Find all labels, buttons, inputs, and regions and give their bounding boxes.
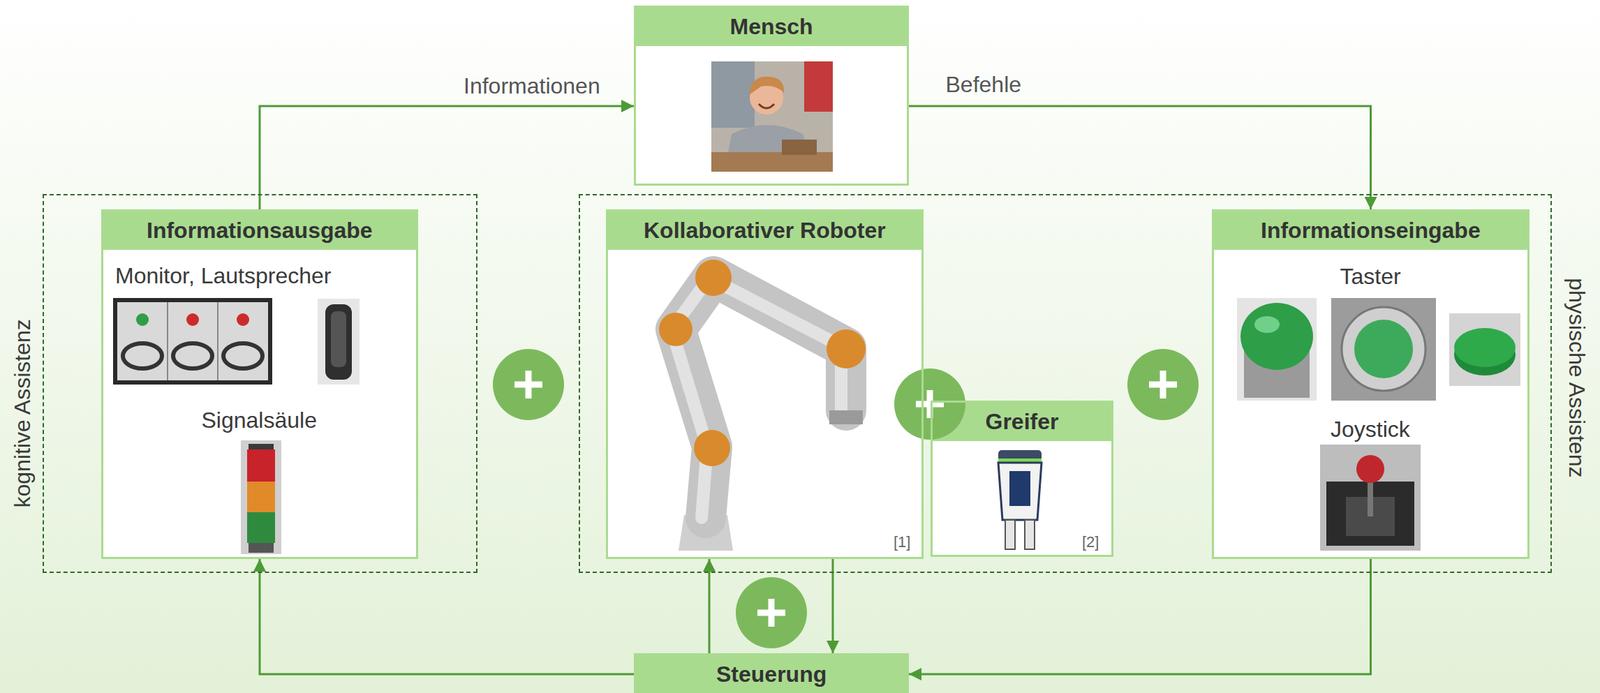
callout-number: [1] <box>893 533 911 551</box>
component-box: Kollaborativer Roboter [1] <box>605 209 924 560</box>
box-heading: Steuerung <box>716 661 827 688</box>
header-band <box>633 653 909 693</box>
box-heading: Mensch <box>730 13 814 40</box>
joystick-image <box>1320 444 1421 551</box>
gripper-image <box>998 450 1042 550</box>
component-box: InformationseingabeTasterJoystick <box>1211 209 1530 560</box>
component-box: Greifer [2] <box>930 400 1114 558</box>
item-label: Monitor, Lautsprecher <box>115 263 332 290</box>
item-label: Signalsäule <box>201 407 317 434</box>
connector-arrow <box>908 559 1372 675</box>
text-slot: Kollaborativer Roboter <box>643 217 886 244</box>
box-fill <box>101 209 419 560</box>
robot-arm-image <box>658 259 866 551</box>
text-slot: Befehle <box>945 71 1022 98</box>
connector-label: Befehle <box>945 71 1022 98</box>
speaker-image <box>317 298 360 385</box>
assistance-group: kognitive AssistenzInformationsausgabeMo… <box>42 194 478 574</box>
text-slot: [2] <box>1082 533 1099 551</box>
text-slot: physische Assistenz <box>1563 277 1590 478</box>
text-slot: Greifer <box>985 409 1059 435</box>
box-fill <box>605 209 924 560</box>
header-band <box>101 209 419 250</box>
signal-tower-image <box>240 440 282 555</box>
component-box: InformationsausgabeMonitor, Lautsprecher… <box>101 209 419 560</box>
box-heading: Informationsausgabe <box>146 217 373 244</box>
box-fill <box>633 653 909 693</box>
box-fill <box>633 5 909 186</box>
plus-symbols <box>492 349 1199 649</box>
item-label: Taster <box>1340 263 1402 290</box>
text-slot: Steuerung <box>716 661 827 688</box>
connector-arrow <box>259 559 634 675</box>
monitor-image <box>113 298 273 385</box>
text-slot: Taster <box>1340 263 1402 290</box>
group-label: kognitive Assistenz <box>9 319 36 508</box>
box-heading: Greifer <box>985 409 1059 435</box>
group-label: physische Assistenz <box>1563 277 1590 478</box>
text-slot: Informationen <box>463 73 601 100</box>
header-band <box>1211 209 1530 250</box>
connector-arrow <box>832 559 835 654</box>
assistance-group: physische AssistenzKollaborativer Robote… <box>578 194 1552 574</box>
button-images <box>1236 298 1521 401</box>
box-heading: Kollaborativer Roboter <box>643 217 886 244</box>
connector-arrow <box>708 559 711 654</box>
item-label: Joystick <box>1330 416 1411 443</box>
component-box: Steuerung <box>633 653 909 693</box>
box-heading: Informationseingabe <box>1260 217 1481 244</box>
person-photo <box>711 61 833 172</box>
text-slot: Monitor, Lautsprecher <box>115 263 332 290</box>
header-band <box>633 5 909 47</box>
text-slot: Joystick <box>1330 416 1411 443</box>
callout-number: [2] <box>1082 533 1099 551</box>
connector-label: Informationen <box>463 73 601 100</box>
text-slot: Signalsäule <box>201 407 317 434</box>
text-slot: Informationseingabe <box>1260 217 1481 244</box>
text-slot: Mensch <box>730 13 814 40</box>
header-band <box>605 209 924 250</box>
component-box: Mensch <box>633 5 909 186</box>
text-slot: kognitive Assistenz <box>9 319 36 508</box>
text-slot: [1] <box>893 533 911 551</box>
text-slot: Informationsausgabe <box>146 217 373 244</box>
box-fill <box>1211 209 1530 560</box>
